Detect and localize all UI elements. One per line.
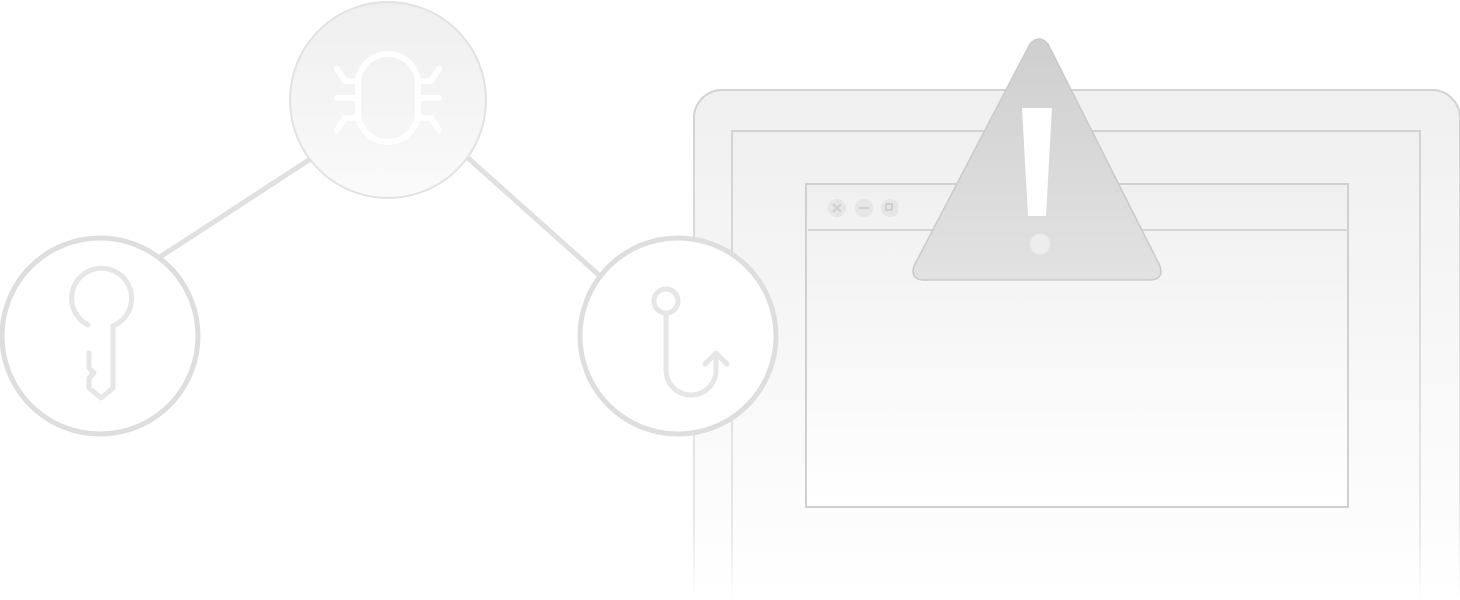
minimize-icon xyxy=(855,199,873,217)
key-node xyxy=(0,235,201,437)
connector-line xyxy=(466,156,602,278)
key-icon xyxy=(69,265,135,401)
warning-icon xyxy=(912,38,1162,281)
connector-lines xyxy=(158,155,602,278)
hook-node xyxy=(577,235,779,437)
hook-icon xyxy=(651,286,730,398)
restore-icon xyxy=(881,199,899,217)
bug-node xyxy=(289,1,487,199)
close-icon xyxy=(828,199,846,217)
bug-icon xyxy=(334,51,442,145)
connector-line xyxy=(158,155,314,260)
